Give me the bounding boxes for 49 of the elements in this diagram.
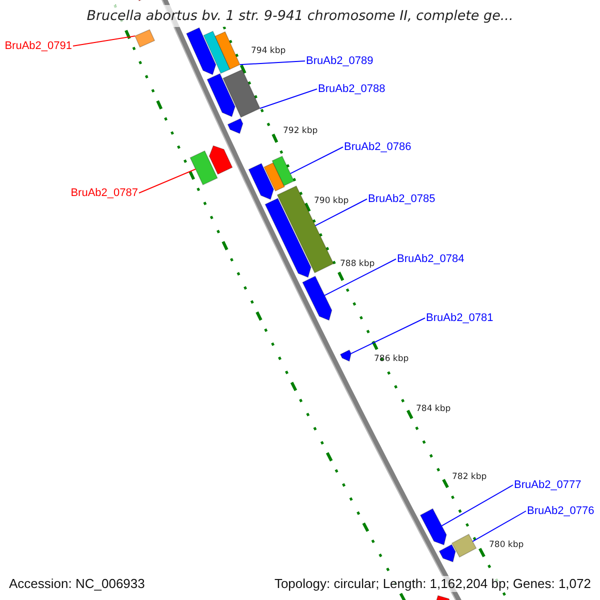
leader-line <box>72 36 136 46</box>
gene-segment <box>276 185 334 274</box>
leader-line <box>239 60 306 66</box>
tick-label: 786 kbp <box>374 354 409 364</box>
gene-label: BruAb2_0788 <box>318 82 386 96</box>
gene-label: BruAb2_0787 <box>70 186 138 200</box>
gene-segment <box>248 162 274 200</box>
tick-label: 780 kbp <box>489 540 524 550</box>
gene-segment <box>227 118 244 134</box>
gene-label: BruAb2_0784 <box>397 252 464 266</box>
gene-segment <box>264 162 286 192</box>
gene-segment <box>451 534 477 558</box>
gene-segment <box>214 31 240 70</box>
gene-segment <box>272 156 294 186</box>
gene-segment <box>186 27 216 76</box>
tick-label: 792 kbp <box>283 126 318 136</box>
gene-label: BruAb2_0786 <box>344 140 412 154</box>
gene-label: BruAb2_0777 <box>514 478 582 492</box>
leader-line <box>314 198 368 226</box>
gene-label: BruAb2_0789 <box>306 54 374 68</box>
gene-segment <box>134 29 156 48</box>
gene-segment <box>340 349 352 362</box>
gene-segment <box>420 508 447 546</box>
gene-label: BruAb2_0791 <box>4 39 72 53</box>
gene-segment <box>206 73 236 118</box>
tick-label: 782 kbp <box>452 472 487 482</box>
gene-segment <box>208 145 233 175</box>
tick-label: 788 kbp <box>340 259 375 269</box>
leader-line <box>350 318 426 354</box>
gene-label: BruAb2_0785 <box>368 192 436 206</box>
gene-label: BruAb2_0781 <box>426 311 494 325</box>
leader-line <box>138 168 196 194</box>
gene-label: BruAb2_0776 <box>527 504 594 518</box>
leader-line <box>290 146 344 174</box>
summary-text: Topology: circular; Length: 1,162,204 bp; Genes: 1,072 <box>274 576 591 592</box>
accession-text: Accession: NC_006933 <box>9 576 145 592</box>
tick-label: 784 kbp <box>416 404 451 414</box>
tick-label: 794 kbp <box>251 46 286 56</box>
gene-segment <box>438 544 456 562</box>
tick-label: 790 kbp <box>314 196 349 206</box>
leader-line <box>260 88 318 109</box>
leader-line <box>324 258 396 296</box>
gene-segment <box>190 150 218 186</box>
leader-line <box>441 484 514 526</box>
gene-segment <box>264 198 312 278</box>
gene-segment <box>302 276 332 321</box>
gene-segment <box>222 69 261 118</box>
gene-segment <box>203 30 230 74</box>
leader-line <box>472 510 526 542</box>
